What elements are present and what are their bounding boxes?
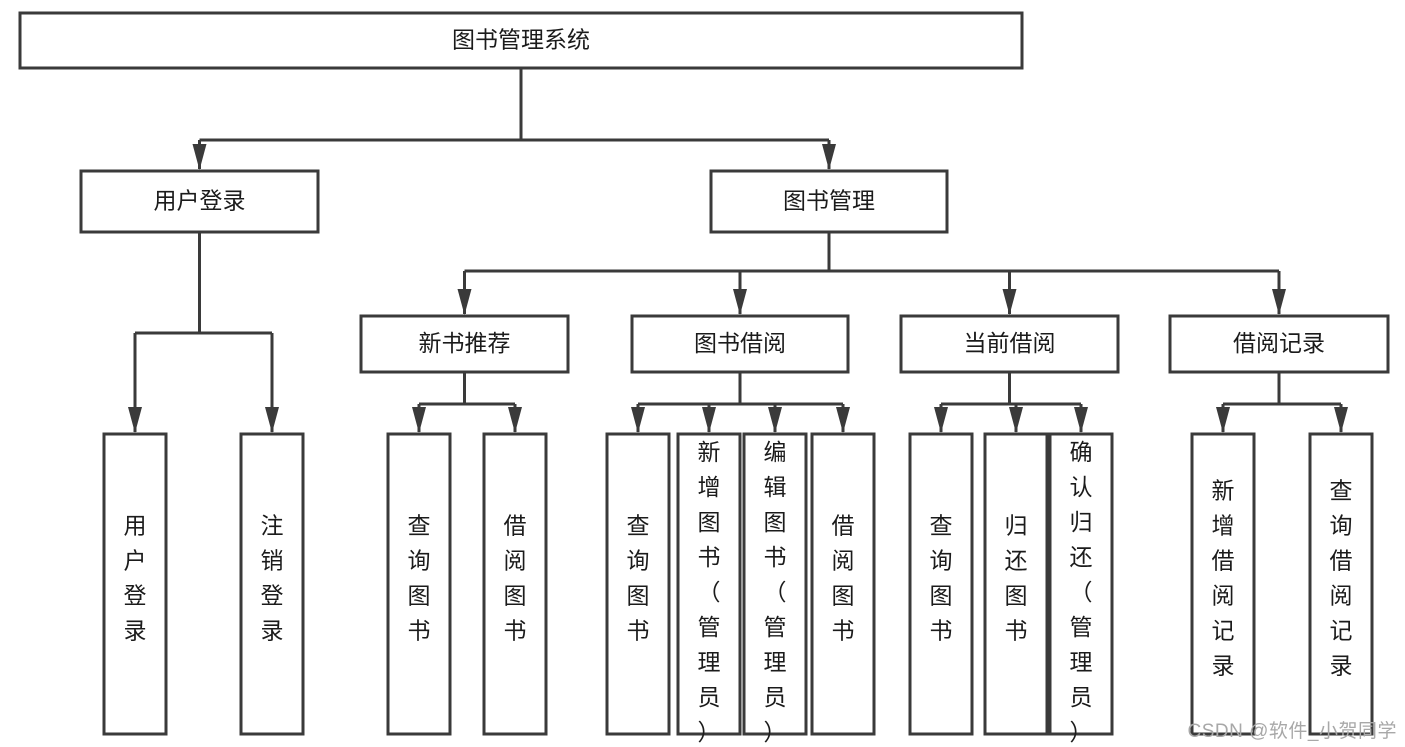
- leaf-leaf-confirm-return[interactable]: 确认归还（管理员）: [1048, 432, 1114, 745]
- leaf-leaf-add-record[interactable]: 新增借阅记录: [1190, 432, 1256, 736]
- leaf-box[interactable]: [1190, 432, 1256, 736]
- arrow-head-icon: [1272, 289, 1286, 315]
- arrow-head-icon: [934, 407, 948, 433]
- leaf-label: 查询图书: [930, 513, 953, 644]
- leaf-leaf-logout[interactable]: 注销登录: [239, 432, 305, 736]
- level2-label: 图书管理: [783, 188, 875, 214]
- arrow-head-icon: [1009, 407, 1023, 433]
- leaf-box[interactable]: [742, 432, 808, 736]
- leaf-label: 查询借阅记录: [1330, 478, 1353, 679]
- leaf-leaf-query-book-3[interactable]: 查询图书: [908, 432, 974, 736]
- leaf-box[interactable]: [482, 432, 548, 736]
- leaf-label: 新增图书（管理员）: [698, 439, 721, 745]
- connector-layer: [128, 68, 1348, 433]
- arrow-head-icon: [1074, 407, 1088, 433]
- leaf-label: 查询图书: [627, 513, 650, 644]
- leaf-box[interactable]: [1308, 432, 1374, 736]
- node-user-login[interactable]: 用户登录: [79, 169, 320, 234]
- leaf-leaf-query-book-2[interactable]: 查询图书: [605, 432, 671, 736]
- arrow-head-icon: [1216, 407, 1230, 433]
- leaf-leaf-borrow-book-1[interactable]: 借阅图书: [482, 432, 548, 736]
- leaf-box[interactable]: [239, 432, 305, 736]
- arrow-head-icon: [1002, 289, 1017, 315]
- root-label: 图书管理系统: [452, 27, 590, 53]
- node-layer: 图书管理系统用户登录图书管理新书推荐图书借阅当前借阅借阅记录用户登录注销登录查询…: [18, 11, 1390, 745]
- leaf-leaf-add-book[interactable]: 新增图书（管理员）: [676, 432, 742, 745]
- leaf-label: 借阅图书: [832, 513, 855, 644]
- arrow-head-icon: [836, 407, 850, 433]
- arrow-head-icon: [265, 407, 279, 433]
- arrow-head-icon: [822, 144, 836, 170]
- node-new-book-recommend[interactable]: 新书推荐: [359, 314, 570, 374]
- leaf-leaf-edit-book[interactable]: 编辑图书（管理员）: [742, 432, 808, 745]
- node-box[interactable]: [1168, 314, 1390, 374]
- arrow-head-icon: [192, 144, 207, 170]
- leaf-box[interactable]: [676, 432, 742, 736]
- node-box[interactable]: [709, 169, 949, 234]
- level3-label: 新书推荐: [419, 330, 511, 356]
- leaf-box[interactable]: [908, 432, 974, 736]
- node-current-borrow[interactable]: 当前借阅: [899, 314, 1120, 374]
- leaf-label: 注销登录: [261, 513, 284, 644]
- node-book-borrow[interactable]: 图书借阅: [630, 314, 850, 374]
- leaf-box[interactable]: [386, 432, 452, 736]
- leaf-box[interactable]: [983, 432, 1049, 736]
- node-box[interactable]: [18, 11, 1024, 70]
- leaf-label: 用户登录: [124, 513, 147, 644]
- node-box[interactable]: [899, 314, 1120, 374]
- level3-label: 借阅记录: [1233, 330, 1325, 356]
- leaf-label: 新增借阅记录: [1212, 478, 1235, 679]
- leaf-box[interactable]: [1048, 432, 1114, 736]
- leaf-leaf-user-login[interactable]: 用户登录: [102, 432, 168, 736]
- leaf-leaf-query-record[interactable]: 查询借阅记录: [1308, 432, 1374, 736]
- leaf-leaf-borrow-book-2[interactable]: 借阅图书: [810, 432, 876, 736]
- level3-label: 当前借阅: [964, 330, 1056, 356]
- leaf-box[interactable]: [605, 432, 671, 736]
- arrow-head-icon: [412, 407, 426, 433]
- leaf-label: 归还图书: [1005, 513, 1028, 644]
- node-book-manage[interactable]: 图书管理: [709, 169, 949, 234]
- node-box[interactable]: [359, 314, 570, 374]
- arrow-head-icon: [508, 407, 522, 433]
- arrow-head-icon: [733, 289, 747, 315]
- level2-label: 用户登录: [154, 188, 246, 214]
- arrow-head-icon: [768, 407, 782, 433]
- leaf-leaf-return-book[interactable]: 归还图书: [983, 432, 1049, 736]
- node-box[interactable]: [630, 314, 850, 374]
- arrow-head-icon: [1334, 407, 1348, 433]
- leaf-label: 确认归还（管理员）: [1070, 439, 1093, 745]
- leaf-box[interactable]: [810, 432, 876, 736]
- arrow-head-icon: [457, 289, 472, 315]
- node-borrow-record[interactable]: 借阅记录: [1168, 314, 1390, 374]
- node-root[interactable]: 图书管理系统: [18, 11, 1024, 70]
- arrow-head-icon: [631, 407, 645, 433]
- node-box[interactable]: [79, 169, 320, 234]
- leaf-label: 查询图书: [408, 513, 431, 644]
- leaf-box[interactable]: [102, 432, 168, 736]
- leaf-leaf-query-book-1[interactable]: 查询图书: [386, 432, 452, 736]
- level3-label: 图书借阅: [694, 330, 786, 356]
- arrow-head-icon: [702, 407, 716, 433]
- leaf-label: 编辑图书（管理员）: [764, 439, 787, 745]
- arrow-head-icon: [128, 407, 142, 433]
- leaf-label: 借阅图书: [504, 513, 527, 644]
